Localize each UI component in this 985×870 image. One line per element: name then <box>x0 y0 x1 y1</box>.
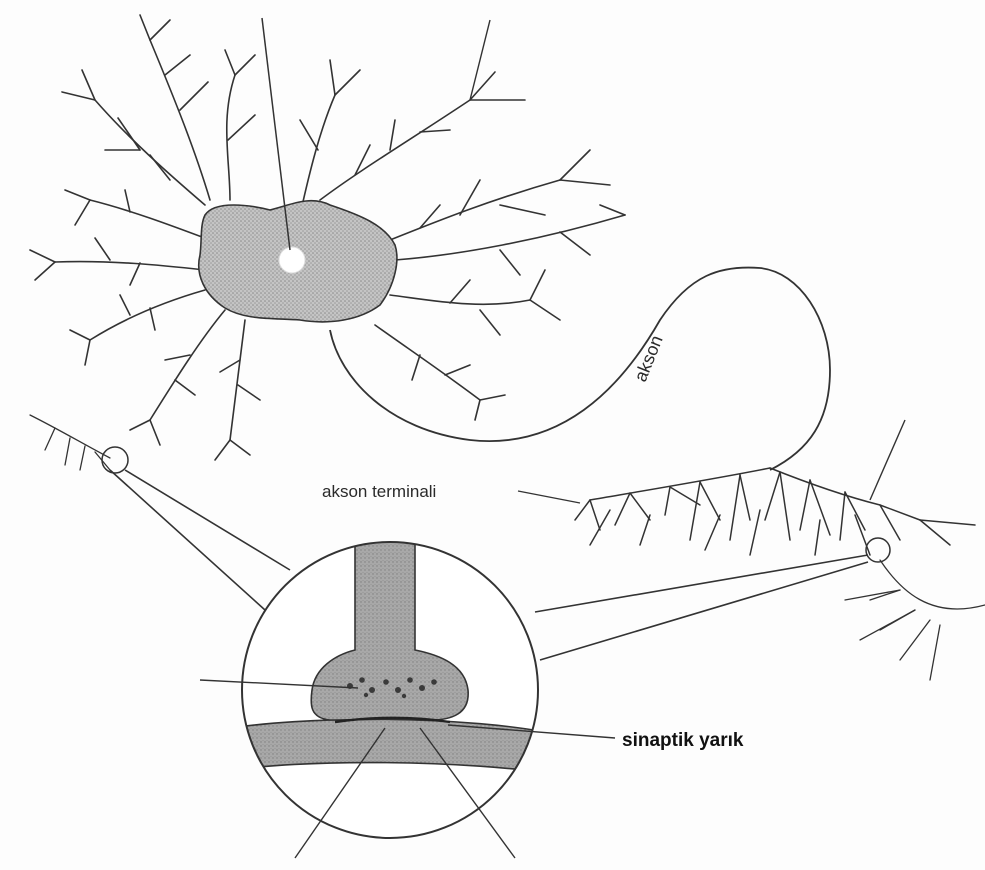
right-synapse-circle <box>866 538 890 562</box>
axon-terminal-branches <box>575 468 975 555</box>
axon-terminal-leader <box>518 491 580 503</box>
synapse-magnified <box>220 520 560 838</box>
nucleus <box>279 247 305 273</box>
axon-terminal-label: akson terminali <box>322 482 436 501</box>
terminal-pointer-line <box>870 420 905 500</box>
left-synapse-circle <box>102 447 128 473</box>
axon <box>330 268 830 470</box>
right-neighbor-dendrite <box>845 560 985 680</box>
synaptic-cleft-label: sinaptik yarık <box>622 730 744 751</box>
left-neighbor-dendrite <box>30 415 110 470</box>
